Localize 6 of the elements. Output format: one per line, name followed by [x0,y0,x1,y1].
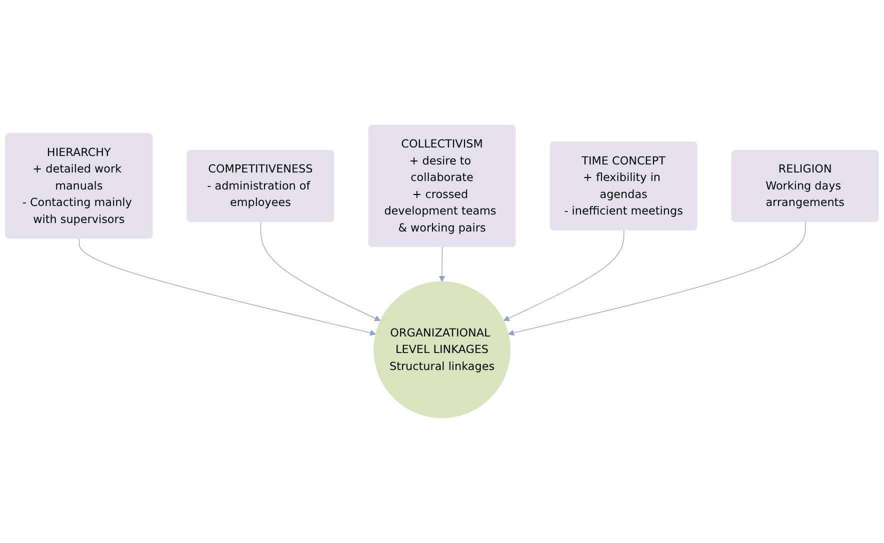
arrow [438,246,446,282]
arrow [78,238,376,336]
node-circle: ORGANIZATIONAL LEVEL LINKAGES Structural linkages [374,281,510,418]
arrow [260,222,381,322]
arrow [503,230,624,322]
arrow [508,222,806,336]
